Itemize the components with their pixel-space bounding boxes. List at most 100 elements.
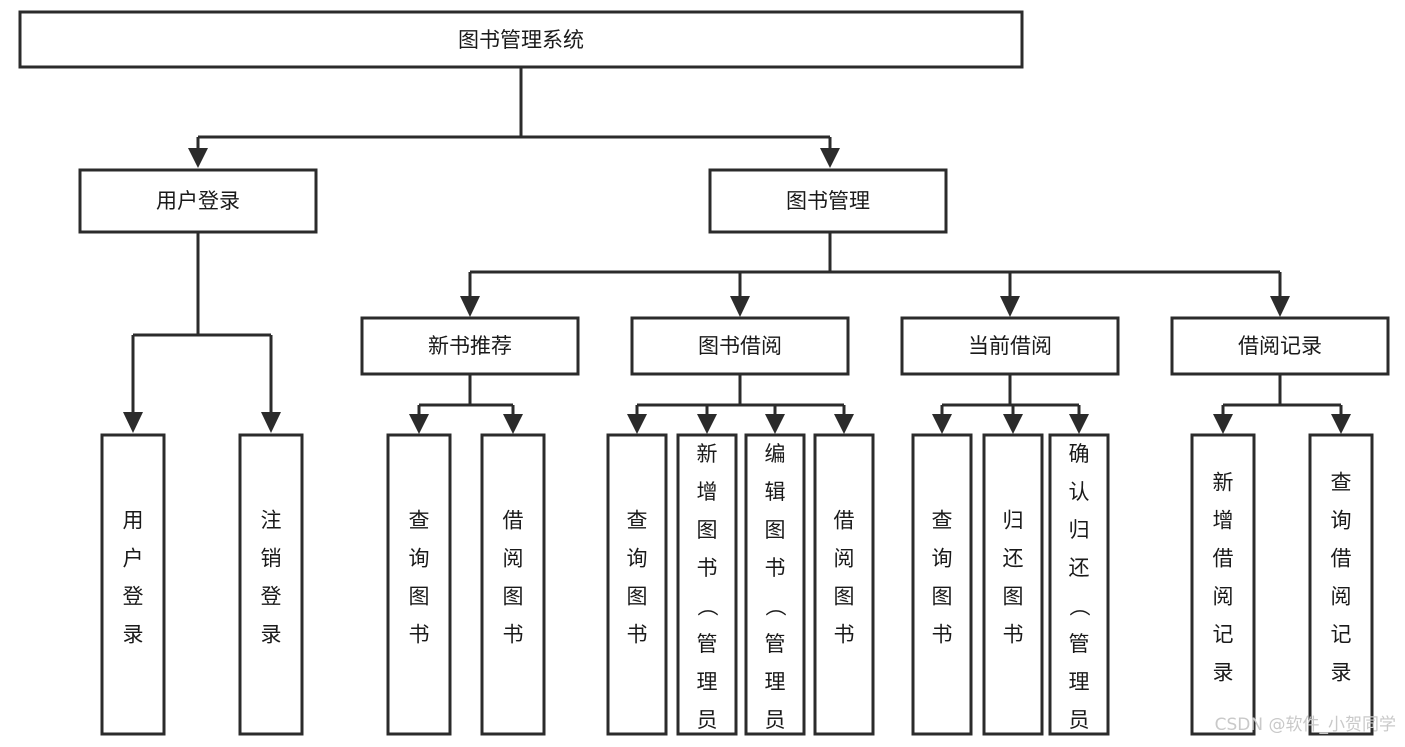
node-new-book-recommend-box[interactable] xyxy=(360,316,580,376)
node-borrow-record[interactable]: 借阅记录 xyxy=(1170,316,1390,376)
leaf-node-box[interactable] xyxy=(1308,433,1374,736)
leaf-node-char: 阅 xyxy=(503,547,524,571)
leaf-node-box[interactable] xyxy=(813,433,875,736)
arrowhead-book-manage xyxy=(820,148,840,168)
node-book-borrow-box[interactable] xyxy=(630,316,850,376)
node-book-manage[interactable]: 图书管理 xyxy=(708,168,948,234)
leaf-node-char: 图 xyxy=(503,585,524,609)
leaf-node-char: （ xyxy=(695,596,719,617)
leaf-node-char: 阅 xyxy=(1213,585,1234,609)
arrowhead-user-login xyxy=(188,148,208,168)
leaf-node-char: 阅 xyxy=(834,547,855,571)
leaf-node-char: 询 xyxy=(409,547,430,571)
leaf-node-char: 新 xyxy=(697,442,718,466)
leaf-node-box[interactable] xyxy=(1048,433,1110,736)
node-book-borrow[interactable]: 图书借阅 xyxy=(630,316,850,376)
node-current-borrow-box[interactable] xyxy=(900,316,1120,376)
leaf-node-char: 确 xyxy=(1069,442,1090,466)
arrowhead-borrow xyxy=(730,296,750,317)
leaf-node-box[interactable] xyxy=(606,433,668,736)
arrowhead-newbook xyxy=(460,296,480,317)
leaf-node-box[interactable] xyxy=(676,433,738,736)
leaf-node-char: 增 xyxy=(1213,509,1234,533)
leaf-node-char: 借 xyxy=(1331,547,1352,571)
leaf-node-box[interactable] xyxy=(480,433,546,736)
leaf-node-char: 图 xyxy=(1003,585,1024,609)
leaf-node-char: 书 xyxy=(932,623,953,647)
leaf-node-char: 询 xyxy=(1331,509,1352,533)
leaf-node-box[interactable] xyxy=(911,433,973,736)
leaf-node-char: 查 xyxy=(409,509,430,533)
leaf-node-box[interactable] xyxy=(1190,433,1256,736)
leaf-node-char: 书 xyxy=(765,556,786,580)
leaf-node-char: 书 xyxy=(503,623,524,647)
leaf-node-char: 图 xyxy=(627,585,648,609)
arrowhead-borrow-leaf4 xyxy=(834,414,854,434)
leaf-node-char: 用 xyxy=(123,509,144,533)
arrowhead-current xyxy=(1000,296,1020,317)
leaf-node-char: 注 xyxy=(261,509,282,533)
node-book-manage-label: 图书管理 xyxy=(786,189,870,213)
node-user-login[interactable]: 用户登录 xyxy=(78,168,318,234)
leaf-node-char: 录 xyxy=(1213,661,1234,685)
node-new-book-recommend-label: 新书推荐 xyxy=(428,334,512,358)
node-root-label: 图书管理系统 xyxy=(458,28,584,52)
leaf-node-char: 员 xyxy=(1069,708,1090,732)
leaf-node-char: 录 xyxy=(1331,661,1352,685)
leaf-node-char: 图 xyxy=(765,518,786,542)
node-user-login-box[interactable] xyxy=(78,168,318,234)
leaf-node-char: 管 xyxy=(697,632,718,656)
node-user-login-label: 用户登录 xyxy=(156,189,240,213)
leaf-node-char: 图 xyxy=(697,518,718,542)
leaf-node[interactable]: 用户登录 xyxy=(100,433,166,736)
arrowhead-borrow-leaf1 xyxy=(627,414,647,434)
arrowhead-borrow-leaf2 xyxy=(697,414,717,434)
arrowhead-current-leaf2 xyxy=(1003,414,1023,434)
leaf-node-char: 增 xyxy=(697,480,718,504)
leaf-node-char: 归 xyxy=(1003,509,1024,533)
node-book-manage-box[interactable] xyxy=(708,168,948,234)
leaf-node-char: 员 xyxy=(765,708,786,732)
leaf-node-box[interactable] xyxy=(982,433,1044,736)
node-current-borrow[interactable]: 当前借阅 xyxy=(900,316,1120,376)
node-new-book-recommend[interactable]: 新书推荐 xyxy=(360,316,580,376)
node-borrow-record-label: 借阅记录 xyxy=(1238,334,1322,358)
arrowhead-leaf-logout xyxy=(261,412,281,433)
leaf-node-char: 新 xyxy=(1213,471,1234,495)
leaf-node-char: 录 xyxy=(261,623,282,647)
leaf-node-char: 查 xyxy=(1331,471,1352,495)
node-current-borrow-label: 当前借阅 xyxy=(968,334,1052,358)
arrowhead-leaf-user-login xyxy=(123,412,143,433)
leaf-node-char: 图 xyxy=(409,585,430,609)
arrowhead-current-leaf1 xyxy=(932,414,952,434)
leaf-node-box[interactable] xyxy=(386,433,452,736)
node-root-box[interactable] xyxy=(18,10,1024,69)
leaf-node-char: 询 xyxy=(627,547,648,571)
leaf-node-char: 销 xyxy=(261,547,282,571)
leaf-node-box[interactable] xyxy=(744,433,806,736)
leaf-node-box[interactable] xyxy=(238,433,304,736)
leaf-node-box[interactable] xyxy=(100,433,166,736)
leaf-node-char: 书 xyxy=(627,623,648,647)
node-root[interactable]: 图书管理系统 xyxy=(18,10,1024,69)
leaf-node-char: 书 xyxy=(834,623,855,647)
leaf-node-char: 管 xyxy=(1069,632,1090,656)
leaf-node-char: 理 xyxy=(697,670,718,694)
leaf-node-layer: 用户登录注销登录查询图书借阅图书查询图书新增图书（管理员）编辑图书（管理员）借阅… xyxy=(100,433,1374,747)
node-borrow-record-box[interactable] xyxy=(1170,316,1390,376)
leaf-node-char: 户 xyxy=(123,547,144,571)
leaf-node-char: （ xyxy=(1067,596,1091,617)
